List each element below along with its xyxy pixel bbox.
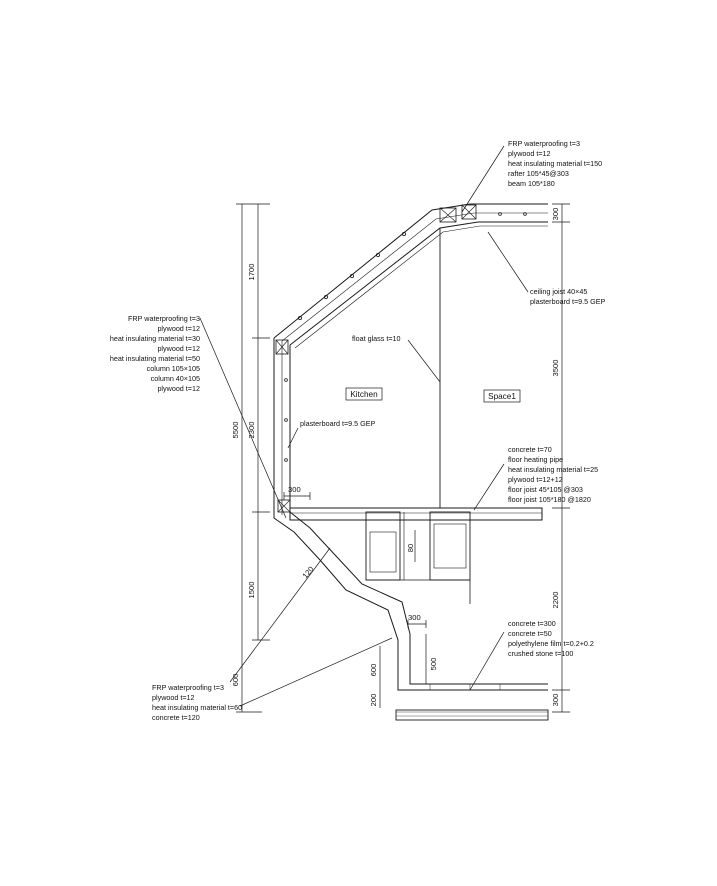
svg-text:floor joist 105*180 @1820: floor joist 105*180 @1820 (508, 495, 591, 504)
svg-text:plasterboard t=9.5 GEP: plasterboard t=9.5 GEP (530, 297, 606, 306)
svg-text:heat insulating material t=30: heat insulating material t=30 (110, 334, 200, 343)
mid-layer-line (281, 212, 548, 515)
dim-right-300-bottom: 300 (551, 694, 560, 707)
dim-left-5500: 5500 (231, 422, 240, 439)
dim-right-2200: 2200 (551, 592, 560, 609)
label-glass: float glass t=10 (352, 334, 401, 343)
floor-joist-box-left (365, 511, 401, 581)
dim-step-200: 200 (369, 694, 378, 707)
svg-text:crushed stone t=100: crushed stone t=100 (508, 649, 573, 658)
svg-text:rafter 105*45@303: rafter 105*45@303 (508, 169, 569, 178)
svg-text:plywood t=12: plywood t=12 (508, 149, 551, 158)
svg-text:FRP waterproofing t=3: FRP waterproofing t=3 (152, 683, 224, 692)
svg-text:concrete t=120: concrete t=120 (152, 713, 200, 722)
label-plasterboard: plasterboard t=9.5 GEP (300, 419, 376, 428)
inner-ply-line (294, 225, 548, 349)
room-kitchen: Kitchen (350, 390, 378, 399)
outer-wall-line (273, 203, 548, 691)
svg-text:heat insulating material t=50: heat insulating material t=50 (110, 354, 200, 363)
svg-text:polyethylene film t=0.2+0.2: polyethylene film t=0.2+0.2 (508, 639, 594, 648)
svg-text:concrete t=300: concrete t=300 (508, 619, 556, 628)
svg-text:concrete t=50: concrete t=50 (508, 629, 552, 638)
svg-text:column 105×105: column 105×105 (147, 364, 200, 373)
label-ground: concrete t=300 concrete t=50 polyethylen… (508, 619, 594, 658)
svg-text:floor joist 45*105 @303: floor joist 45*105 @303 (508, 485, 583, 494)
dim-floor-80: 80 (406, 544, 415, 552)
label-roof: FRP waterproofing t=3 plywood t=12 heat … (508, 139, 602, 188)
room-space1: Space1 (488, 392, 516, 401)
dim-wall-300: 300 (288, 485, 301, 494)
svg-text:plywood t=12: plywood t=12 (157, 344, 200, 353)
svg-text:heat insulating material t=60: heat insulating material t=60 (152, 703, 242, 712)
dim-right-300-top: 300 (551, 208, 560, 221)
dim-left-1700: 1700 (247, 264, 256, 281)
svg-text:plywood t=12+12: plywood t=12+12 (508, 475, 563, 484)
svg-text:plywood t=12: plywood t=12 (157, 384, 200, 393)
inner-wall-line (289, 221, 548, 685)
svg-text:floor heating pipe: floor heating pipe (508, 455, 563, 464)
dimension-lines (236, 203, 570, 713)
dim-left-600: 600 (231, 674, 240, 687)
svg-text:FRP waterproofing t=3: FRP waterproofing t=3 (128, 314, 200, 323)
label-ceiling: ceiling joist 40×45 plasterboard t=9.5 G… (530, 287, 606, 306)
svg-text:beam 105*180: beam 105*180 (508, 179, 555, 188)
svg-text:plywood t=12: plywood t=12 (152, 693, 195, 702)
dim-step-600: 600 (369, 664, 378, 677)
svg-text:concrete t=70: concrete t=70 (508, 445, 552, 454)
dim-left-2300: 2300 (247, 422, 256, 439)
label-wall: FRP waterproofing t=3 plywood t=12 heat … (110, 314, 200, 393)
ground-slab (395, 709, 549, 721)
dim-right-3500: 3500 (551, 360, 560, 377)
dim-left-1500: 1500 (247, 582, 256, 599)
dim-step-500: 500 (429, 658, 438, 671)
label-floor: concrete t=70 floor heating pipe heat in… (508, 445, 598, 504)
floor-joist-box-right (429, 511, 471, 581)
label-base: FRP waterproofing t=3 plywood t=12 heat … (152, 683, 242, 722)
dim-step-300: 300 (408, 613, 421, 622)
leader-lines (199, 145, 529, 707)
svg-text:heat insulating material t=25: heat insulating material t=25 (508, 465, 598, 474)
svg-text:ceiling joist 40×45: ceiling joist 40×45 (530, 287, 587, 296)
building-shell (273, 203, 549, 721)
room-labels: Kitchen Space1 (345, 387, 521, 403)
svg-text:plywood t=12: plywood t=12 (157, 324, 200, 333)
svg-text:column 40×105: column 40×105 (151, 374, 200, 383)
svg-text:FRP waterproofing t=3: FRP waterproofing t=3 (508, 139, 580, 148)
svg-text:heat insulating material t=15: heat insulating material t=150 (508, 159, 602, 168)
floor-slab (289, 507, 543, 521)
